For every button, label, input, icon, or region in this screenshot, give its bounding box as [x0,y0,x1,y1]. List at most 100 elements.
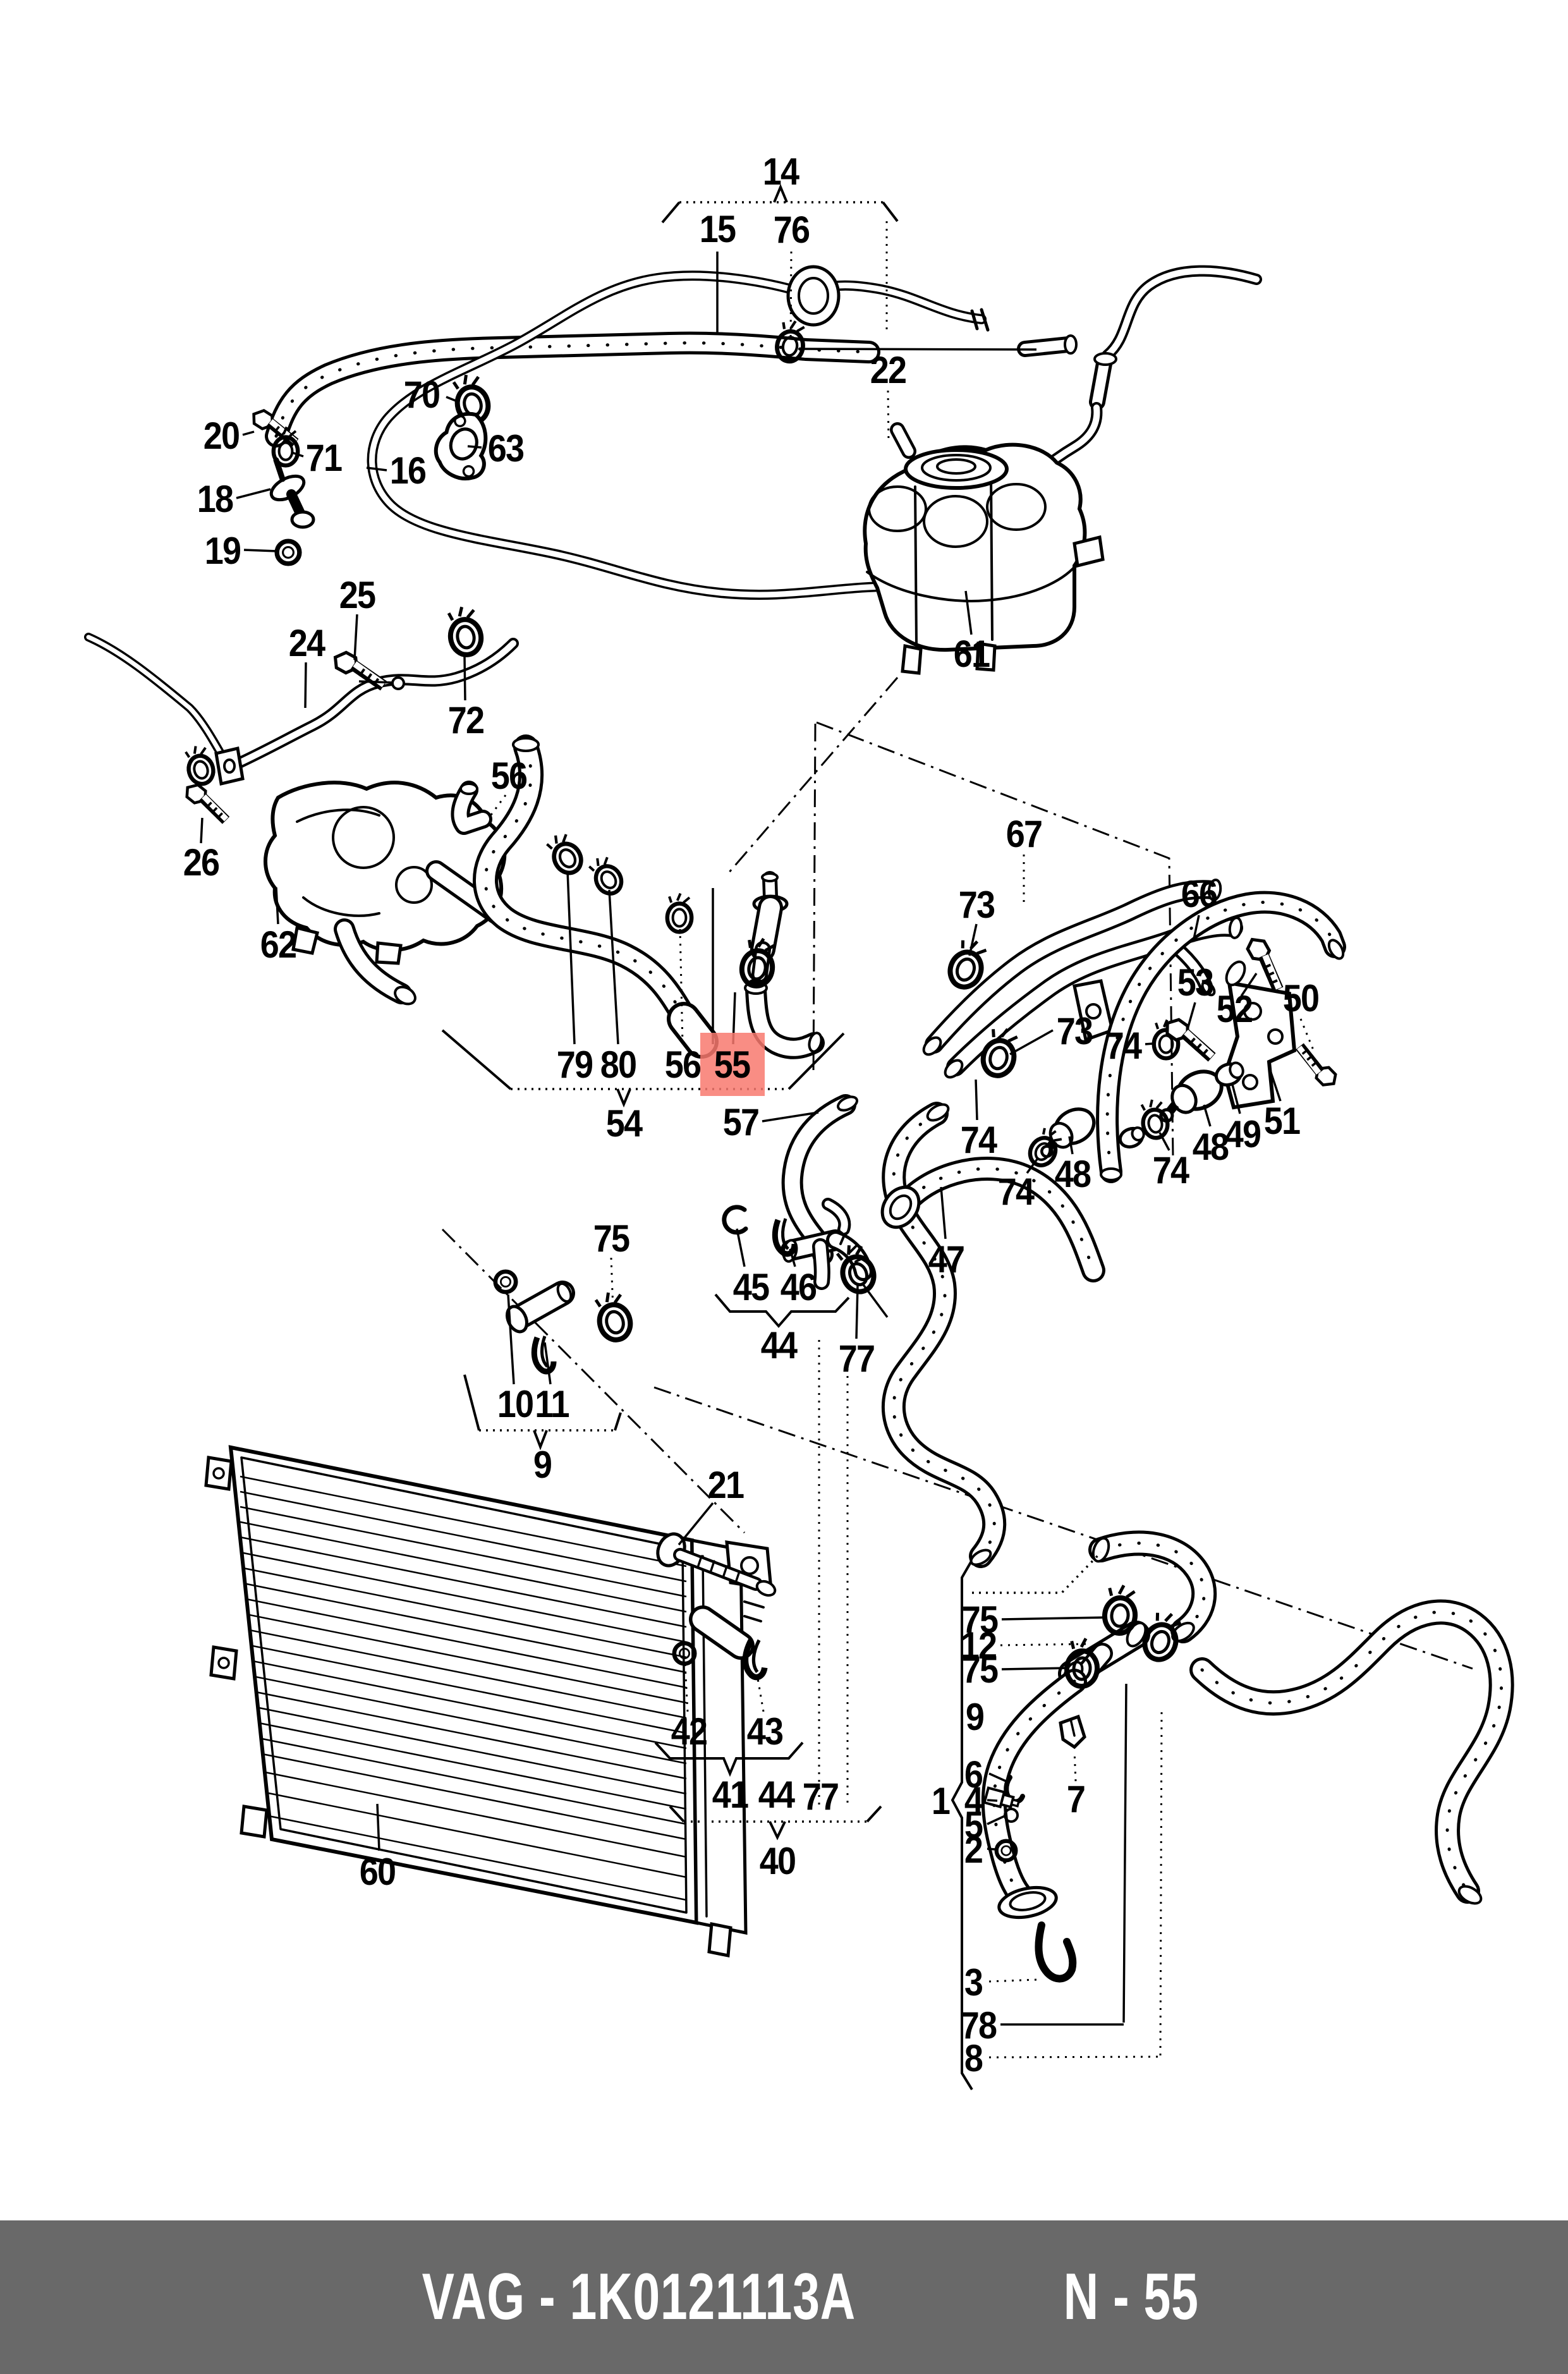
part-label-61[interactable]: 61 [954,633,991,675]
sensor-18 [269,457,315,529]
bolt-21 [656,1532,777,1597]
part-label-48b[interactable]: 48 [1193,1126,1229,1168]
part-label-54[interactable]: 54 [606,1102,644,1145]
part-label-56b[interactable]: 56 [665,1044,702,1086]
footer: VAG - 1K0121113A N - 55 [0,2220,1568,2374]
part-label-50[interactable]: 50 [1283,977,1320,1020]
part-label-12[interactable]: 12 [961,1624,997,1667]
part-label-53[interactable]: 53 [1177,961,1214,1004]
part-label-44b[interactable]: 44 [758,1774,796,1816]
part-label-24[interactable]: 24 [289,622,327,664]
part-label-4[interactable]: 4 [964,1779,985,1822]
part-label-1[interactable]: 1 [932,1780,951,1822]
part-label-14[interactable]: 14 [763,150,801,193]
part-label-80[interactable]: 80 [600,1044,637,1086]
bracket-41 [654,1741,804,1777]
part-label-67[interactable]: 67 [1006,813,1043,855]
part-label-56a[interactable]: 56 [491,755,528,797]
part-label-3[interactable]: 3 [964,1961,983,2004]
part-label-74d[interactable]: 74 [1153,1149,1191,1191]
tank-cap [904,448,1009,490]
part-label-18[interactable]: 18 [197,478,234,520]
part-label-75c[interactable]: 75 [962,1648,999,1691]
radiator-60 [204,1445,773,1957]
part-label-44a[interactable]: 44 [761,1324,799,1367]
part-label-42[interactable]: 42 [671,1710,708,1753]
part-label-79[interactable]: 79 [557,1044,593,1086]
part-label-9b[interactable]: 9 [966,1696,985,1738]
footer-page-ref: N - 55 [1063,2260,1199,2334]
part-label-47[interactable]: 47 [928,1238,965,1281]
part-label-60[interactable]: 60 [360,1851,396,1893]
part-label-74a[interactable]: 74 [1105,1025,1143,1067]
part-label-70[interactable]: 70 [404,374,441,416]
c-ring-45 [722,1205,748,1235]
part-label-11[interactable]: 11 [535,1383,570,1425]
part-label-55[interactable]: 55 [714,1044,751,1086]
part-label-76[interactable]: 76 [774,209,810,251]
part-label-45[interactable]: 45 [733,1266,770,1308]
part-label-66[interactable]: 66 [1181,873,1218,915]
part-label-74c[interactable]: 74 [998,1171,1036,1213]
part-label-7[interactable]: 7 [1067,1778,1086,1820]
part-label-72[interactable]: 72 [448,699,485,741]
part-label-25[interactable]: 25 [339,574,377,616]
hose-54-corrugated [473,734,719,1059]
part-label-78[interactable]: 78 [961,2004,997,2047]
oring-5 [1004,1808,1019,1823]
part-label-46[interactable]: 46 [781,1266,817,1308]
part-label-74b[interactable]: 74 [961,1119,999,1161]
part-label-77a[interactable]: 77 [839,1337,875,1380]
part-label-73b[interactable]: 73 [1057,1010,1093,1052]
footer-part-code: VAG - 1K0121113A [422,2260,856,2334]
part-label-62[interactable]: 62 [260,923,297,966]
part-label-40[interactable]: 40 [760,1840,796,1882]
clamp-left-24 [183,743,217,787]
part-label-15[interactable]: 15 [700,208,737,250]
part-label-51[interactable]: 51 [1264,1100,1301,1142]
bracket-44 [714,1293,850,1329]
part-label-43[interactable]: 43 [747,1710,784,1753]
part-label-75a[interactable]: 75 [593,1217,631,1260]
part-label-41[interactable]: 41 [712,1774,750,1816]
part-label-16[interactable]: 16 [390,449,427,492]
part-label-10[interactable]: 10 [497,1383,534,1425]
grommet-74-area [1118,1126,1145,1149]
bracket-1 [951,1551,1102,2091]
part-label-8[interactable]: 8 [964,2037,983,2079]
part-label-48a[interactable]: 48 [1055,1153,1091,1195]
part-label-22[interactable]: 22 [870,349,907,391]
part-label-26[interactable]: 26 [183,841,220,884]
part-label-52[interactable]: 52 [1217,988,1253,1030]
highlight-55 [700,1033,765,1096]
part-label-20[interactable]: 20 [204,415,240,457]
part-label-19[interactable]: 19 [205,530,241,572]
part-label-2[interactable]: 2 [964,1829,983,1871]
part-label-6[interactable]: 6 [964,1753,983,1796]
hose-57 [781,1094,858,1265]
part-label-57[interactable]: 57 [723,1101,760,1143]
part-label-9a[interactable]: 9 [533,1444,552,1486]
clamp-75b [1103,1584,1138,1634]
part-label-71[interactable]: 71 [306,437,343,479]
tee-fitting-56 [451,781,492,835]
part-label-5[interactable]: 5 [964,1804,984,1846]
part-label-75b[interactable]: 75 [962,1598,999,1641]
hose-22 [1017,265,1262,485]
screw-26 [181,782,234,821]
part-label-63[interactable]: 63 [488,427,525,470]
pipe-24-flange [214,746,245,786]
radiator-bottom-stub [707,1922,732,1957]
pipe-16 [367,265,990,600]
hose-66 [1096,891,1346,1183]
part-label-77b[interactable]: 77 [803,1775,839,1818]
plug-4 [983,1786,1021,1809]
part-label-21[interactable]: 21 [708,1464,745,1506]
grommet-on-pipe-16 [786,265,841,327]
part-label-49[interactable]: 49 [1225,1113,1261,1155]
small-parts-bottom-right [983,1714,1086,1983]
port-parts-42-43 [674,1605,769,1678]
radiator-mount-brackets [204,1456,269,1839]
part-label-73a[interactable]: 73 [959,884,995,926]
